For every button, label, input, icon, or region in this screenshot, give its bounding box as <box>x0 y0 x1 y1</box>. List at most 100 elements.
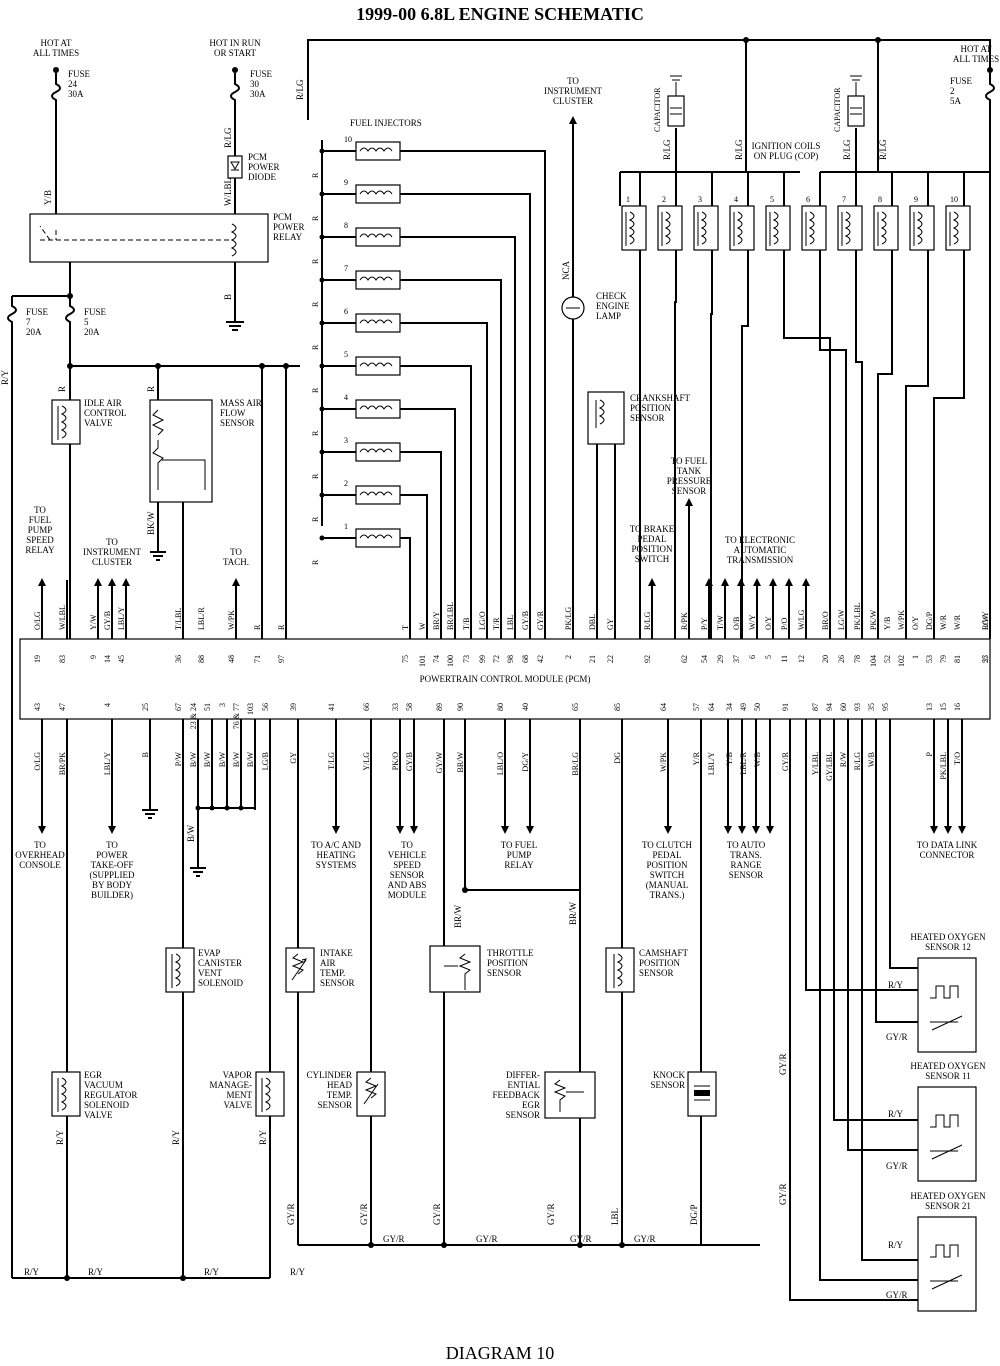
pcm-top-wire: LBL/Y <box>117 607 126 630</box>
fuel-injector <box>355 528 401 548</box>
pcm-bottom-wire: LBL/Y <box>103 752 112 775</box>
diagram-title: 1999-00 6.8L ENGINE SCHEMATIC <box>356 4 644 24</box>
pcm-bottom-pin: 103 <box>246 703 255 715</box>
maf-wire-label: R <box>146 386 156 392</box>
pcm-bottom-wire: W/PK <box>659 752 668 772</box>
brw-wire-1-label: BR/W <box>453 904 463 928</box>
pcm-top-pin: 2 <box>564 655 573 659</box>
pcm-top-wire: Y/W <box>89 614 98 630</box>
gyr-vertical-2-label: GY/R <box>359 1203 369 1225</box>
pcm-bottom-pin: 90 <box>456 703 465 711</box>
pcm-top-pin: 71 <box>253 655 262 663</box>
ho2s-gyr-v2-label: GY/R <box>778 1183 788 1205</box>
ho2s-11 <box>917 1086 977 1182</box>
pcm-bottom-wire: Y/R <box>692 751 701 765</box>
idle-air-control-valve <box>51 399 81 445</box>
pcm-top-pin: 5 <box>764 655 773 659</box>
fuel-injector <box>355 399 401 419</box>
pcm-top-pin: 27 <box>981 655 990 663</box>
pcm-power-diode <box>227 155 243 179</box>
pcm-top-pin: 81 <box>953 655 962 663</box>
pcm-bottom-pin: 87 <box>811 703 820 711</box>
pcm-top-pin: 75 <box>401 655 410 663</box>
coil-number: 10 <box>950 195 958 204</box>
pcm-top-pin: 11 <box>780 655 789 663</box>
egr-vacuum-regulator <box>51 1071 81 1117</box>
pcm-bottom-wire: T/O <box>953 752 962 765</box>
injector-number: 9 <box>344 178 348 187</box>
throttle-position-sensor <box>429 945 481 993</box>
pcm-bottom-wire: GY/W <box>435 752 444 774</box>
pcm-top-wire: O/Y <box>764 616 773 630</box>
pcm-top-pin: 9 <box>89 655 98 659</box>
pcm-top-pin: 12 <box>797 655 806 663</box>
pcm-top-wire: T/LBL <box>174 608 183 630</box>
fuel-injectors-label: FUEL INJECTORS <box>350 118 422 128</box>
dgp-vertical-label: DG/P <box>689 1204 699 1225</box>
pcm-top-pin: 37 <box>732 655 741 663</box>
pcm-top-wire: Y/B <box>883 617 892 630</box>
ry-wire-2-label: R/Y <box>88 1267 104 1277</box>
pcm-top-pin: 62 <box>680 655 689 663</box>
ry-vertical-3-label: R/Y <box>258 1129 268 1145</box>
pcm-top-pin: 83 <box>58 655 67 663</box>
coil-number: 3 <box>698 195 702 204</box>
pcm-top-pin: 14 <box>103 655 112 663</box>
cap1-wire-label: R/LG <box>662 139 672 160</box>
coil-number: 5 <box>770 195 774 204</box>
pcm-bottom-pin: 43 <box>33 703 42 711</box>
wire-labels-top: R/LG R/LG R/LG R/LG <box>662 139 888 160</box>
pcm-top-wire: GY <box>606 618 615 630</box>
pcm-top-wire: R/PK <box>680 612 689 630</box>
injector-feed-wire: R <box>311 387 320 393</box>
maf-ground-wire-label: BK/W <box>146 511 156 535</box>
pcm-top-wire: BR/Y <box>432 611 441 630</box>
pcm-bottom-wire: B/W <box>218 752 227 768</box>
injector-feed-wire: R <box>311 172 320 178</box>
ho2s-gyr-v1-label: GY/R <box>778 1053 788 1075</box>
gyr-vertical-1-label: GY/R <box>286 1203 296 1225</box>
pcm-bottom-wire: GY/B <box>405 752 414 771</box>
pcm-top-wire: BR/LBL <box>446 602 455 630</box>
pcm-top-pin: 1 <box>911 655 920 659</box>
diode-input-wire-label: R/LG <box>223 127 233 148</box>
pcm-bottom-pin: 56 <box>261 703 270 711</box>
nca-label: NCA <box>561 260 571 280</box>
pcm-top-wire: PK/LBL <box>853 602 862 630</box>
gyr-2-label: GY/R <box>476 1234 498 1244</box>
pcm-top-pin: 97 <box>277 655 286 663</box>
gyr-vertical-3-label: GY/R <box>432 1203 442 1225</box>
pcm-top-wire: R <box>253 624 262 630</box>
injector-number: 1 <box>344 522 348 531</box>
hot-feed-wire-label: R/LG <box>295 79 305 100</box>
injector-feed-wire: R <box>311 215 320 221</box>
bw-ground-wire-label: B/W <box>186 824 196 842</box>
cap3-wire-label: R/LG <box>842 139 852 160</box>
pcm-top-wire: O/Y <box>911 616 920 630</box>
pcm-top-wire: W/LG <box>797 609 806 630</box>
pcm-module <box>19 638 991 720</box>
pcm-bottom-wire: B/W <box>203 752 212 768</box>
brw-wire-2-label: BR/W <box>568 901 578 925</box>
